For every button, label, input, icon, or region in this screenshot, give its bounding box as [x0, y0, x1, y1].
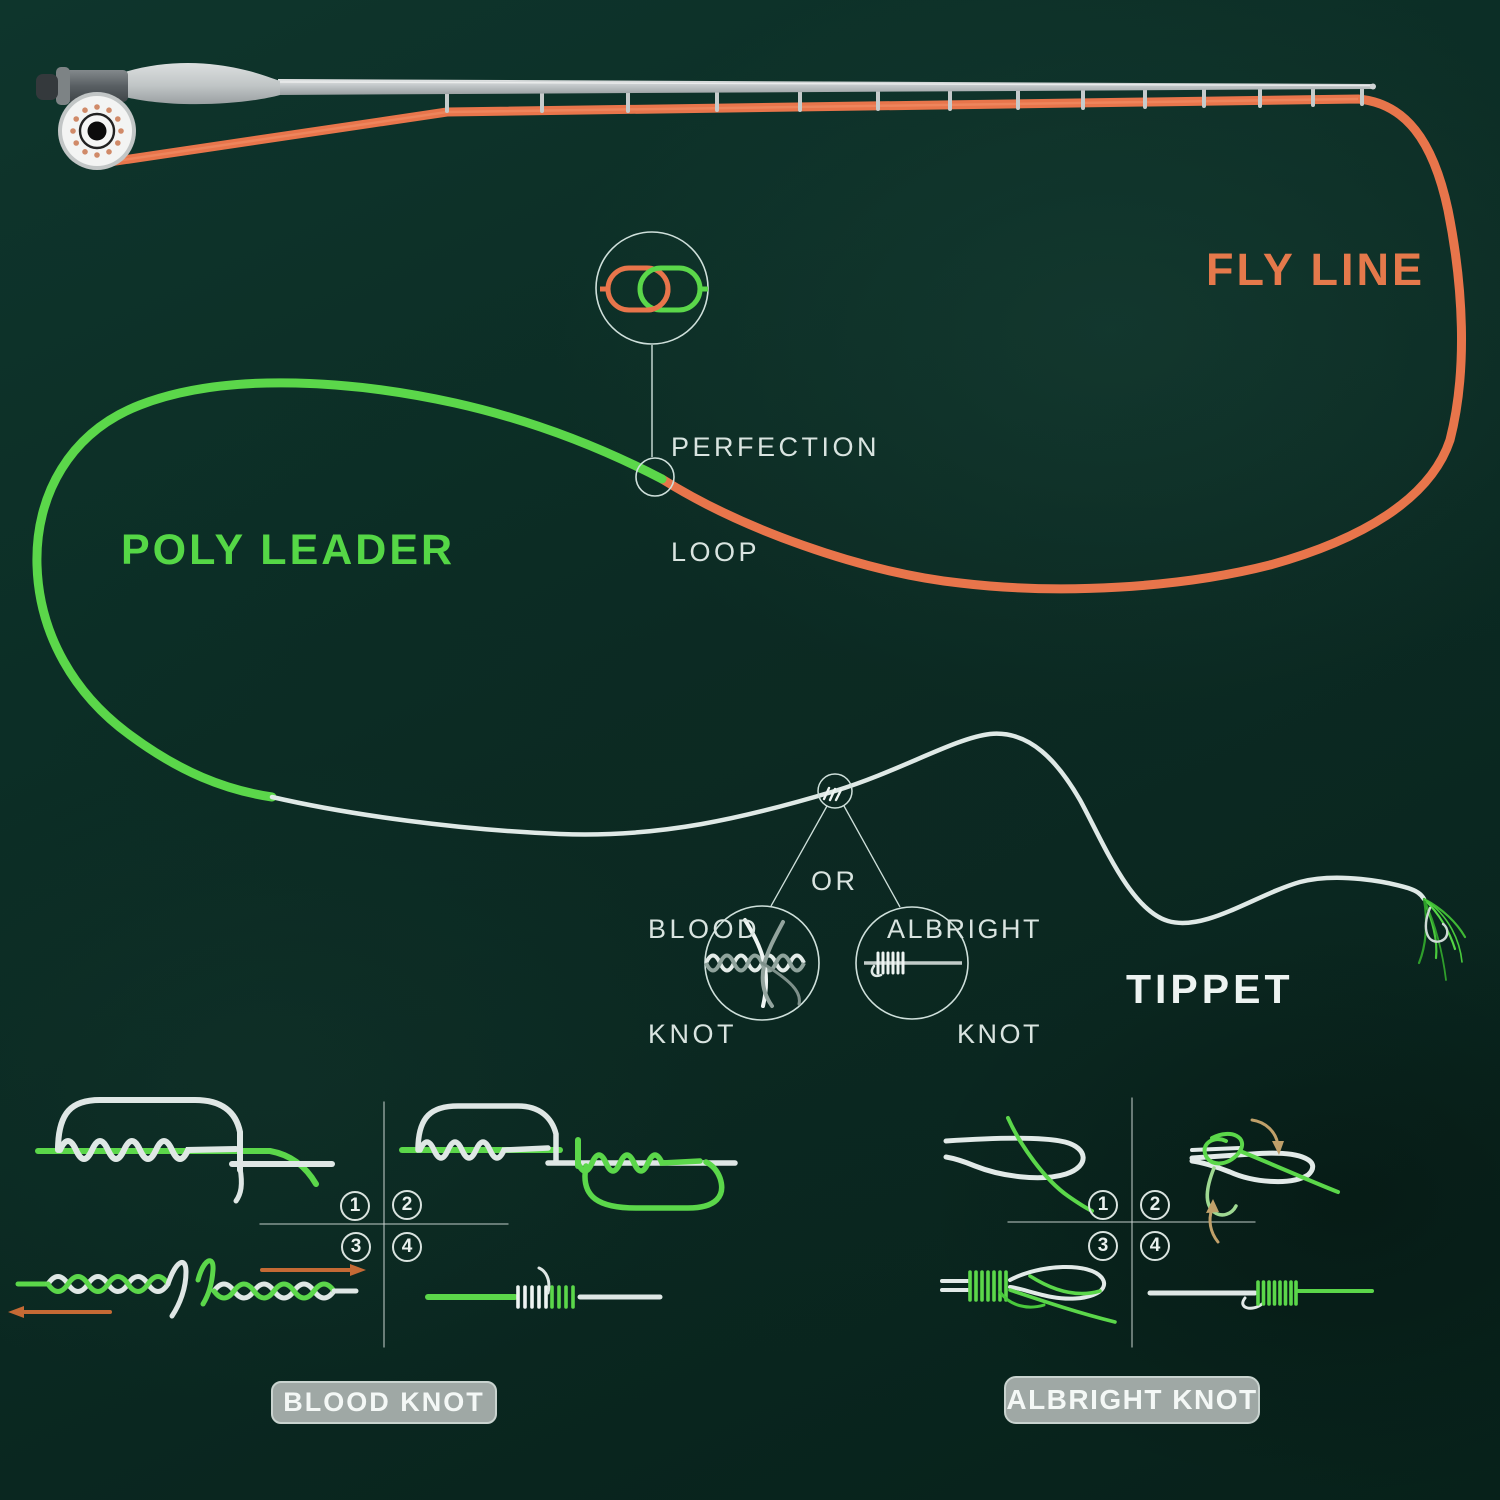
fly-rod [36, 63, 1376, 170]
poly-leader-path [32, 378, 667, 802]
albright-step-number-3: 3 [1088, 1231, 1118, 1261]
pull-left-arrow [8, 1306, 112, 1318]
tippet-label: TIPPET [1126, 966, 1294, 1012]
albright-step-4-graphic [1147, 1280, 1374, 1310]
albright-step-number-4: 4 [1140, 1231, 1170, 1261]
fly-line-label: FLY LINE [1206, 244, 1426, 295]
albright-knot-callout-line2: KNOT [956, 1019, 1042, 1049]
albright-step-1-graphic [943, 1116, 1094, 1213]
blood-step-number-4: 4 [392, 1232, 422, 1262]
albright-knot-detail-circle [855, 906, 969, 1020]
albright-step-number-2: 2 [1140, 1190, 1170, 1220]
albright-knot-callout-line1: ALBRIGHT [886, 914, 1042, 944]
fly-reel [58, 92, 136, 170]
or-label: OR [811, 866, 859, 896]
fly-lure [1417, 897, 1467, 981]
blood-step-number-1: 1 [340, 1191, 370, 1221]
albright-step-number-1: 1 [1088, 1190, 1118, 1220]
reel-seat [60, 70, 128, 102]
blood-knot-badge: BLOOD KNOT [271, 1381, 497, 1424]
pull-right-arrow [260, 1264, 366, 1276]
perfection-loop-label-line1: PERFECTION [671, 432, 881, 462]
albright-knot-badge: ALBRIGHT KNOT [1004, 1376, 1260, 1424]
rod-handle [125, 63, 280, 105]
blood-step-2-graphic [399, 1103, 738, 1211]
blood-step-3-graphic [8, 1258, 366, 1319]
blood-knot-callout-line2: KNOT [648, 1019, 738, 1049]
butt-cap [36, 74, 58, 100]
wrap-direction-arrow-bottom [1206, 1199, 1220, 1244]
blood-step-1-graphic [35, 1097, 335, 1204]
perfection-loop-detail-circle [595, 231, 709, 345]
perfection-loop-junction-circle [635, 457, 675, 497]
tippet-path [269, 731, 1427, 926]
perfection-loop-label: PERFECTION LOOP [671, 360, 880, 640]
blood-knot-detail-circle [704, 905, 820, 1021]
blood-knot-callout-label: BLOOD KNOT [648, 842, 760, 1122]
knot-options-callout [704, 773, 969, 1021]
wrap-direction-arrow-top [1250, 1118, 1284, 1155]
rod-blank [278, 79, 1372, 95]
albright-knot-steps [940, 1097, 1374, 1348]
blood-knot-steps [8, 1097, 738, 1348]
blood-step-number-2: 2 [392, 1190, 422, 1220]
albright-knot-callout-label: ALBRIGHT KNOT [842, 842, 1042, 1122]
poly-leader-label: POLY LEADER [121, 526, 456, 574]
blood-step-4-graphic [425, 1266, 663, 1309]
blood-knot-callout-line1: BLOOD [648, 914, 761, 944]
perfection-loop-callout [595, 231, 709, 497]
albright-step-2-graphic [1189, 1118, 1340, 1244]
rod-guides [445, 84, 1364, 113]
albright-step-3-graphic [940, 1264, 1117, 1324]
blood-step-number-3: 3 [341, 1232, 371, 1262]
tippet-junction-circle [817, 773, 853, 809]
perfection-loop-label-line2: LOOP [671, 537, 761, 567]
